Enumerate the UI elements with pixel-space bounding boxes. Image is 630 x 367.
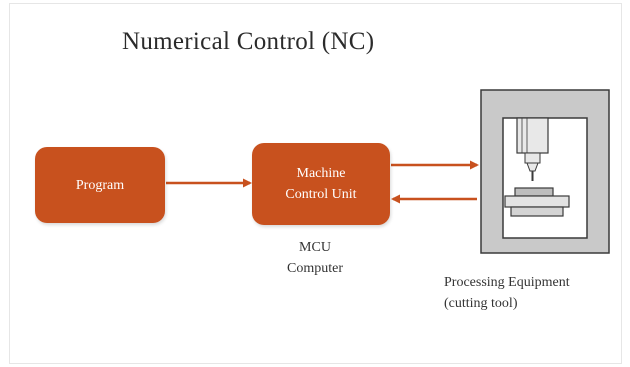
program-box-label: Program	[75, 177, 125, 193]
mcu-caption: MCU Computer	[287, 237, 343, 279]
mcu-box-label-line1: Machine	[296, 166, 346, 181]
slide-frame	[9, 3, 622, 364]
cutting-machine-icon	[480, 89, 610, 254]
equipment-caption: Processing Equipment (cutting tool)	[444, 272, 570, 314]
program-box: Program	[35, 147, 165, 223]
page-title: Numerical Control (NC)	[122, 28, 375, 55]
mcu-caption-line1: MCU	[299, 240, 331, 255]
mcu-caption-line2: Computer	[287, 261, 343, 276]
equipment-caption-line1: Processing Equipment	[444, 275, 570, 290]
mcu-box-label-line2: Control Unit	[285, 187, 357, 202]
machine-control-unit-box: Machine Control Unit	[252, 143, 390, 225]
equipment-caption-line2: (cutting tool)	[444, 296, 518, 311]
